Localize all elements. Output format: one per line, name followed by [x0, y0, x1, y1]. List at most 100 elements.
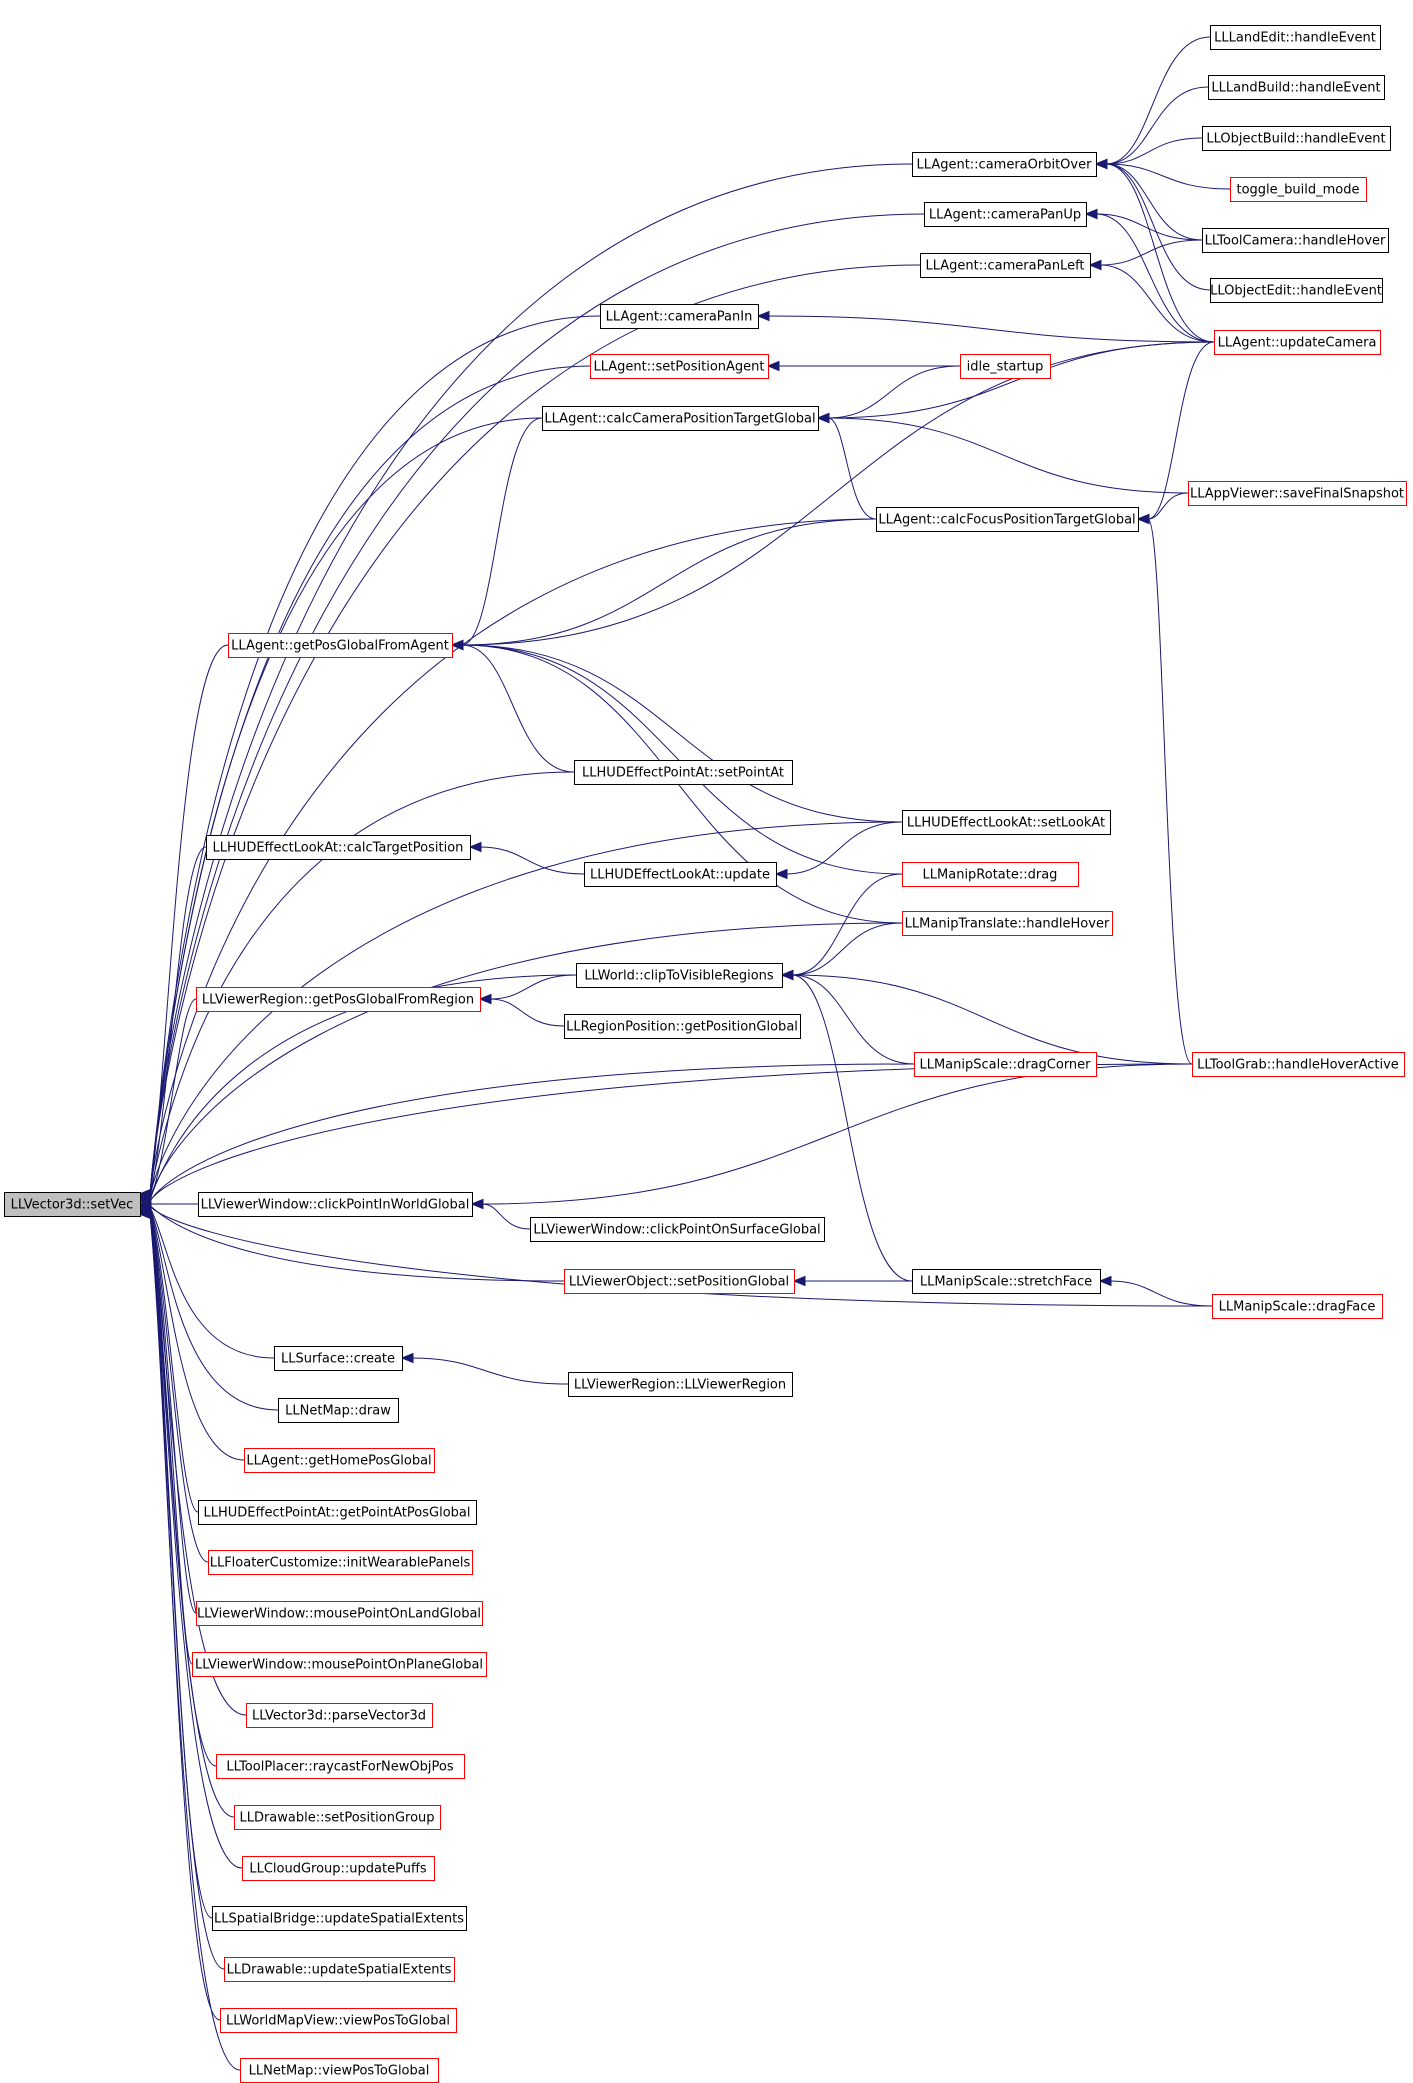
node-label: LLAgent::cameraPanLeft [925, 259, 1084, 274]
node-label: LLManipRotate::drag [923, 868, 1058, 883]
node-updateCamera[interactable]: LLAgent::updateCamera [1214, 330, 1381, 355]
node-netMapViewPos[interactable]: LLNetMap::viewPosToGlobal [240, 2058, 439, 2083]
node-label: LLLandBuild::handleEvent [1211, 81, 1380, 96]
node-netMapDraw[interactable]: LLNetMap::draw [278, 1398, 399, 1423]
node-box [564, 1014, 801, 1039]
node-hudPointSetPointAt[interactable]: LLHUDEffectPointAt::setPointAt [574, 760, 793, 785]
node-objectBuild[interactable]: LLObjectBuild::handleEvent [1202, 126, 1391, 151]
node-setVec[interactable]: LLVector3d::setVec [4, 1192, 141, 1217]
node-box [196, 1601, 483, 1626]
node-parseVector3d[interactable]: LLVector3d::parseVector3d [246, 1703, 433, 1728]
node-label: LLHUDEffectLookAt::calcTargetPosition [213, 841, 464, 856]
edge-hudLookUpdate-to-hudLookCalcTarget [479, 846, 585, 875]
node-surfaceCreate[interactable]: LLSurface::create [274, 1346, 403, 1371]
edge-manipTranslateHover-to-worldClip [791, 922, 903, 976]
node-label: LLViewerRegion::LLViewerRegion [574, 1378, 786, 1393]
node-box [876, 507, 1139, 532]
node-box [920, 253, 1091, 278]
node-cameraPanIn[interactable]: LLAgent::cameraPanIn [600, 304, 759, 329]
edge-toolGrabHover-to-clickPointWorld [481, 1063, 1193, 1205]
node-spatialBridge[interactable]: LLSpatialBridge::updateSpatialExtents [212, 1906, 467, 1931]
node-toolGrabHover[interactable]: LLToolGrab::handleHoverActive [1192, 1052, 1405, 1077]
edge-manipRotateDrag-to-getPosGlobalFromAgent [461, 644, 903, 875]
edge-hudLookSetLookAt-to-hudLookUpdate [785, 821, 903, 875]
node-drawableSetPosGroup[interactable]: LLDrawable::setPositionGroup [234, 1805, 441, 1830]
node-label: LLToolGrab::handleHoverActive [1197, 1058, 1399, 1073]
node-viewerRegionCtor[interactable]: LLViewerRegion::LLViewerRegion [568, 1372, 793, 1397]
node-toggleBuild[interactable]: toggle_build_mode [1230, 177, 1367, 202]
edge-calcCameraPos-to-setVec [149, 417, 543, 1195]
node-label: LLHUDEffectLookAt::setLookAt [907, 816, 1105, 831]
node-clickPointSurface[interactable]: LLViewerWindow::clickPointOnSurfaceGloba… [530, 1217, 825, 1242]
node-hudLookCalcTarget[interactable]: LLHUDEffectLookAt::calcTargetPosition [206, 835, 471, 860]
edge-updateCamera-to-calcFocusPos [1147, 341, 1215, 520]
node-box [1202, 228, 1389, 253]
node-label: LLAgent::cameraPanUp [929, 208, 1081, 223]
edge-updateCamera-to-cameraPanIn [767, 315, 1215, 343]
node-manipScaleDragCorner[interactable]: LLManipScale::dragCorner [914, 1052, 1097, 1077]
node-saveFinalSnapshot[interactable]: LLAppViewer::saveFinalSnapshot [1188, 481, 1407, 506]
node-idleStartup[interactable]: idle_startup [960, 354, 1051, 379]
node-label: LLViewerWindow::mousePointOnLandGlobal [197, 1607, 481, 1622]
arrowhead-regionPosGet-to-regionGetPos [478, 993, 492, 1005]
node-floaterCustomize[interactable]: LLFloaterCustomize::initWearablePanels [208, 1550, 473, 1575]
node-calcCameraPos[interactable]: LLAgent::calcCameraPositionTargetGlobal [542, 406, 819, 431]
edge-saveFinalSnapshot-to-calcCameraPos [827, 417, 1189, 494]
node-viewerObjSetPos[interactable]: LLViewerObject::setPositionGlobal [564, 1269, 795, 1294]
node-box [244, 1448, 435, 1473]
node-label: LLViewerRegion::getPosGlobalFromRegion [202, 993, 474, 1008]
node-toolCameraHover[interactable]: LLToolCamera::handleHover [1202, 228, 1389, 253]
edge-idleStartup-to-calcCameraPos [827, 365, 961, 419]
node-landBuild[interactable]: LLLandBuild::handleEvent [1208, 75, 1385, 100]
node-hudLookUpdate[interactable]: LLHUDEffectLookAt::update [584, 862, 777, 887]
node-getPosGlobalFromAgent[interactable]: LLAgent::getPosGlobalFromAgent [228, 633, 453, 658]
node-manipScaleDragFace[interactable]: LLManipScale::dragFace [1212, 1294, 1383, 1319]
node-label: LLVector3d::setVec [11, 1198, 134, 1213]
node-label: LLAgent::updateCamera [1218, 336, 1377, 351]
node-box [240, 2058, 439, 2083]
node-mousePointPlane[interactable]: LLViewerWindow::mousePointOnPlaneGlobal [192, 1652, 487, 1677]
node-cameraPanUp[interactable]: LLAgent::cameraPanUp [924, 202, 1087, 227]
node-manipTranslateHover[interactable]: LLManipTranslate::handleHover [902, 911, 1113, 936]
node-manipRotateDrag[interactable]: LLManipRotate::drag [902, 862, 1079, 887]
node-box [1202, 126, 1391, 151]
edge-hudPointSetPointAt-to-setVec [149, 771, 575, 1196]
edge-calcFocusPos-to-getPosGlobalFromAgent [461, 518, 877, 646]
node-toolPlacer[interactable]: LLToolPlacer::raycastForNewObjPos [216, 1754, 465, 1779]
node-box [902, 911, 1113, 936]
node-label: LLAppViewer::saveFinalSnapshot [1190, 487, 1404, 502]
node-regionPosGet[interactable]: LLRegionPosition::getPositionGlobal [564, 1014, 801, 1039]
node-label: LLViewerWindow::mousePointOnPlaneGlobal [195, 1658, 483, 1673]
node-setPositionAgent[interactable]: LLAgent::setPositionAgent [590, 354, 769, 379]
node-hudLookSetLookAt[interactable]: LLHUDEffectLookAt::setLookAt [902, 810, 1111, 835]
node-cloudGroupUpdate[interactable]: LLCloudGroup::updatePuffs [242, 1856, 435, 1881]
node-getHomePos[interactable]: LLAgent::getHomePosGlobal [244, 1448, 435, 1473]
edge-cameraPanUp-to-setVec [149, 213, 925, 1195]
node-box [196, 987, 481, 1012]
edge-hudLookSetLookAt-to-setVec [149, 821, 903, 1197]
node-landEdit[interactable]: LLLandEdit::handleEvent [1210, 25, 1381, 50]
node-regionGetPos[interactable]: LLViewerRegion::getPosGlobalFromRegion [196, 987, 481, 1012]
node-mousePointLand[interactable]: LLViewerWindow::mousePointOnLandGlobal [196, 1601, 483, 1626]
node-calcFocusPos[interactable]: LLAgent::calcFocusPositionTargetGlobal [876, 507, 1139, 532]
edge-floaterCustomize-to-setVec [149, 1211, 209, 1563]
edge-updateCamera-to-cameraPanLeft [1099, 264, 1215, 343]
node-box [1192, 1052, 1405, 1077]
node-hudPointGetPointAt[interactable]: LLHUDEffectPointAt::getPointAtPosGlobal [198, 1500, 477, 1525]
node-box [198, 1192, 473, 1217]
node-label: LLHUDEffectPointAt::setPointAt [582, 766, 784, 781]
node-cameraPanLeft[interactable]: LLAgent::cameraPanLeft [920, 253, 1091, 278]
node-worldClip[interactable]: LLWorld::clipToVisibleRegions [576, 963, 783, 988]
edge-manipTranslateHover-to-setVec [149, 922, 903, 1199]
node-worldMapView[interactable]: LLWorldMapView::viewPosToGlobal [220, 2008, 457, 2033]
node-label: LLObjectBuild::handleEvent [1206, 132, 1385, 147]
node-label: toggle_build_mode [1237, 183, 1360, 198]
node-drawableUpdateExt[interactable]: LLDrawable::updateSpatialExtents [224, 1957, 455, 1982]
node-label: LLLandEdit::handleEvent [1214, 31, 1376, 46]
node-objectEdit[interactable]: LLObjectEdit::handleEvent [1210, 278, 1383, 303]
node-cameraOrbitOver[interactable]: LLAgent::cameraOrbitOver [912, 152, 1097, 177]
edge-worldClip-to-regionGetPos [489, 974, 577, 1000]
node-clickPointWorld[interactable]: LLViewerWindow::clickPointInWorldGlobal [198, 1192, 473, 1217]
edge-spatialBridge-to-setVec [149, 1213, 213, 1919]
node-manipScaleStretch[interactable]: LLManipScale::stretchFace [912, 1269, 1101, 1294]
